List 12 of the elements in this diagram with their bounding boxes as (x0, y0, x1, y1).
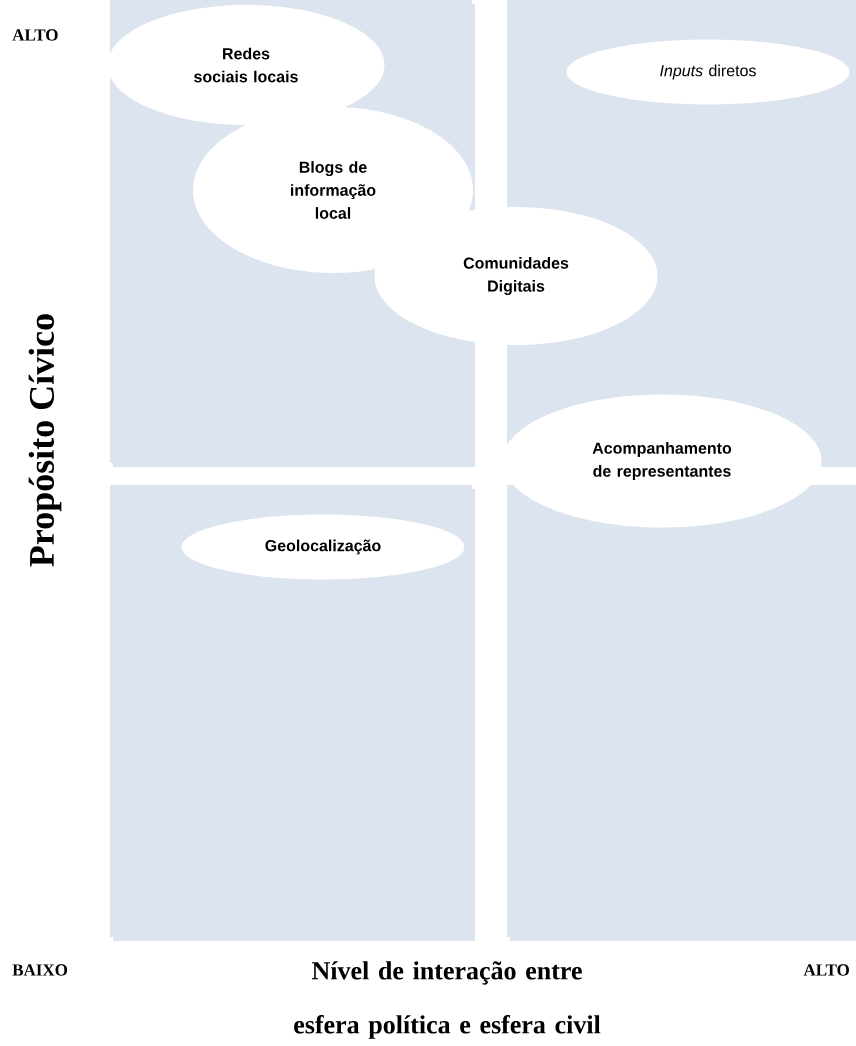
axis-level-label: ALTO (12, 29, 58, 41)
ellipse-bubble: Inputs diretos (566, 39, 850, 105)
axis-level-label: BAIXO (12, 964, 68, 976)
node-label: Blogs de informação local (290, 161, 376, 219)
ellipse-bubble: Redes sociais locais (107, 5, 385, 125)
axis-title: Nível de interação entre esfera política e esfera civil (294, 961, 601, 1039)
ellipse-bubble: Geolocalização (181, 514, 465, 580)
ellipse-bubble: Comunidades Digitais (374, 207, 658, 345)
node-label: Redes sociais locais (194, 47, 298, 83)
axis-title: Propósito Cívico (28, 314, 62, 567)
axis-level-label: ALTO (803, 964, 849, 976)
ellipse-bubble: Acompanhamento de representantes (502, 394, 822, 528)
